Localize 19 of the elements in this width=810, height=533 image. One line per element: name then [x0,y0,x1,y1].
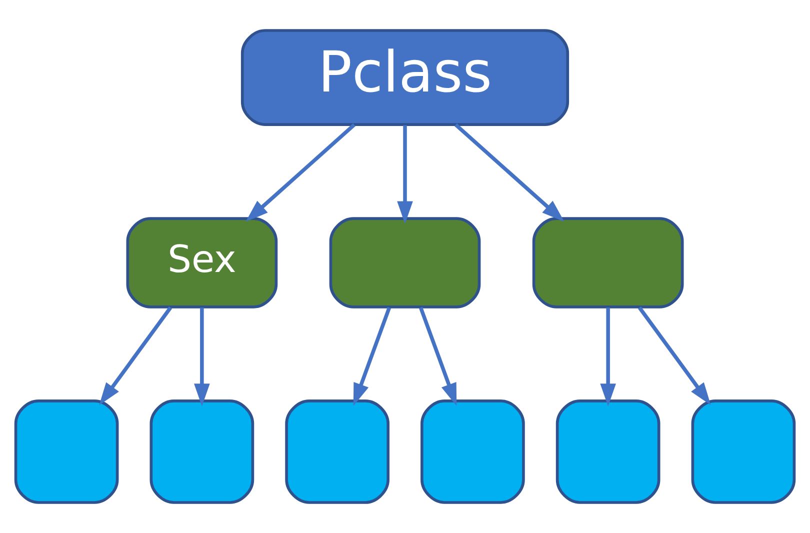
node-box: Pclass [240,29,570,126]
node-box [14,400,119,504]
arrow [454,123,564,222]
arrow [600,308,616,406]
node-box [532,217,684,308]
arrow [397,125,413,224]
arrow [418,306,457,406]
arrow [194,308,210,406]
node-box [556,400,660,504]
arrow [353,306,392,406]
arrow [246,123,356,222]
node-box [691,400,796,504]
node-box [420,400,525,504]
arrow [638,306,711,406]
node-box: Sex [126,217,278,308]
node-box [285,400,390,504]
node-box [329,217,481,308]
node-box [150,400,254,504]
arrow [99,306,172,406]
